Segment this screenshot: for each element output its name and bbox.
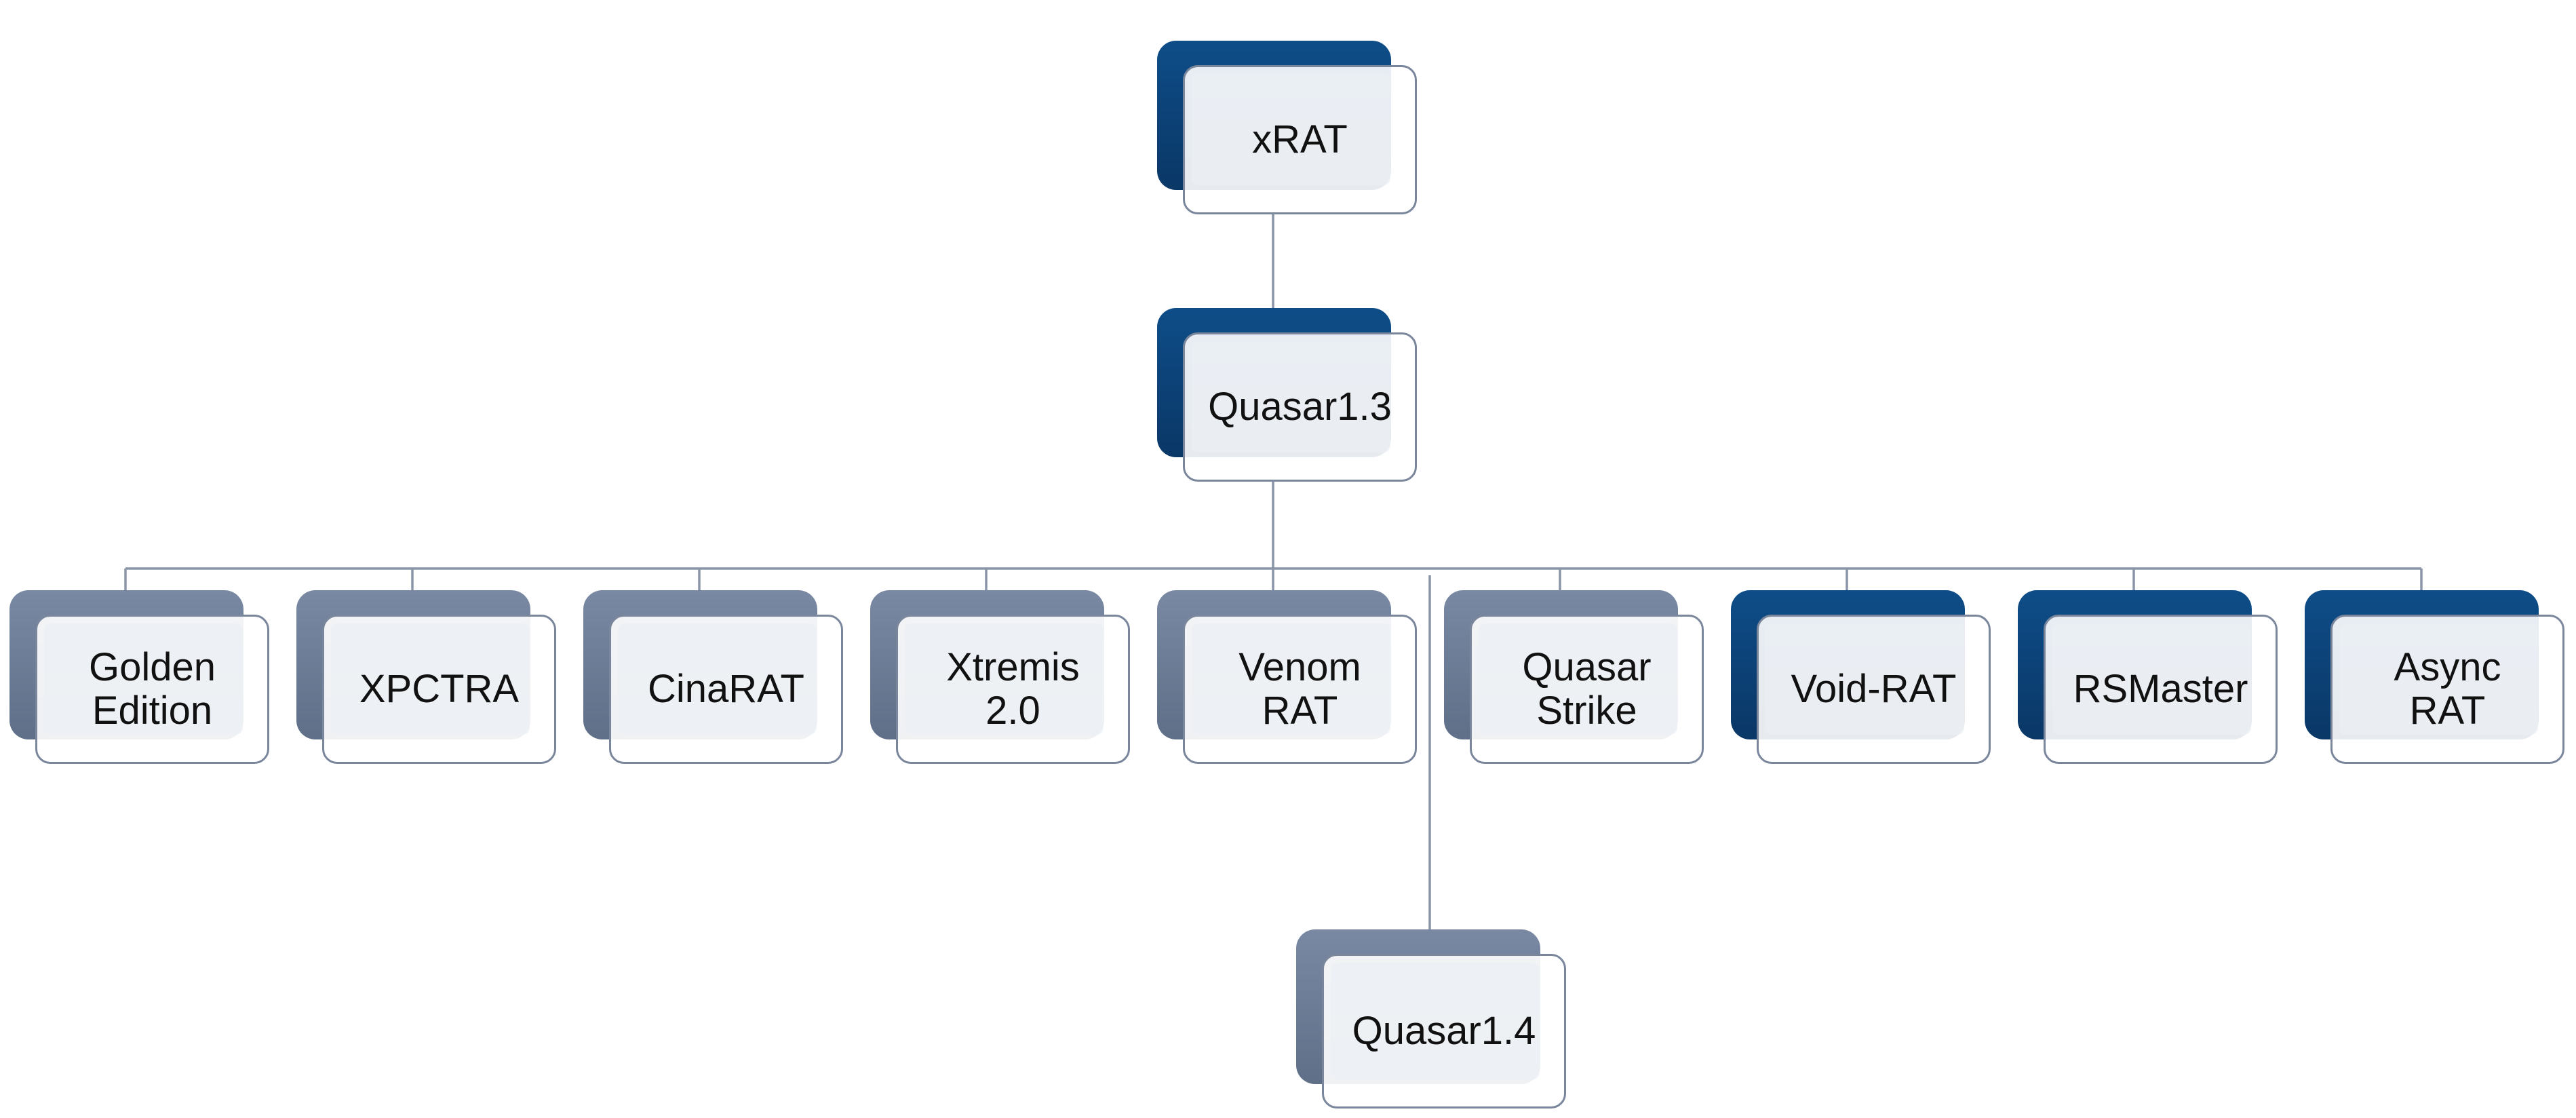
node-rsmaster-label: RSMaster xyxy=(2073,667,2248,711)
node-venom-rat-card: Venom RAT xyxy=(1183,615,1417,764)
node-rsmaster-card: RSMaster xyxy=(2044,615,2278,764)
node-xrat-label: xRAT xyxy=(1252,117,1348,161)
node-xtremis-card: Xtremis 2.0 xyxy=(896,615,1130,764)
node-venom-rat-label: Venom RAT xyxy=(1238,645,1361,733)
node-cinarat-label: CinaRAT xyxy=(648,667,804,711)
node-xrat-card: xRAT xyxy=(1183,65,1417,214)
node-quasar14-card: Quasar1.4 xyxy=(1322,954,1566,1109)
node-cinarat-card: CinaRAT xyxy=(609,615,843,764)
node-void-rat-label: Void-RAT xyxy=(1791,667,1957,711)
node-xpctra-label: XPCTRA xyxy=(359,667,520,711)
node-quasar-strike-card: Quasar Strike xyxy=(1470,615,1704,764)
node-quasar13-label: Quasar1.3 xyxy=(1208,385,1392,429)
node-quasar13-card: Quasar1.3 xyxy=(1183,332,1417,482)
node-golden-edition-card: Golden Edition xyxy=(35,615,269,764)
node-async-rat-card: Async RAT xyxy=(2330,615,2564,764)
node-void-rat-card: Void-RAT xyxy=(1757,615,1991,764)
node-golden-edition-label: Golden Edition xyxy=(88,645,216,733)
node-quasar-strike-label: Quasar Strike xyxy=(1522,645,1652,733)
node-xtremis-label: Xtremis 2.0 xyxy=(946,645,1080,733)
node-xpctra-card: XPCTRA xyxy=(322,615,556,764)
node-quasar14-label: Quasar1.4 xyxy=(1352,1009,1536,1053)
node-async-rat-label: Async RAT xyxy=(2394,645,2501,733)
